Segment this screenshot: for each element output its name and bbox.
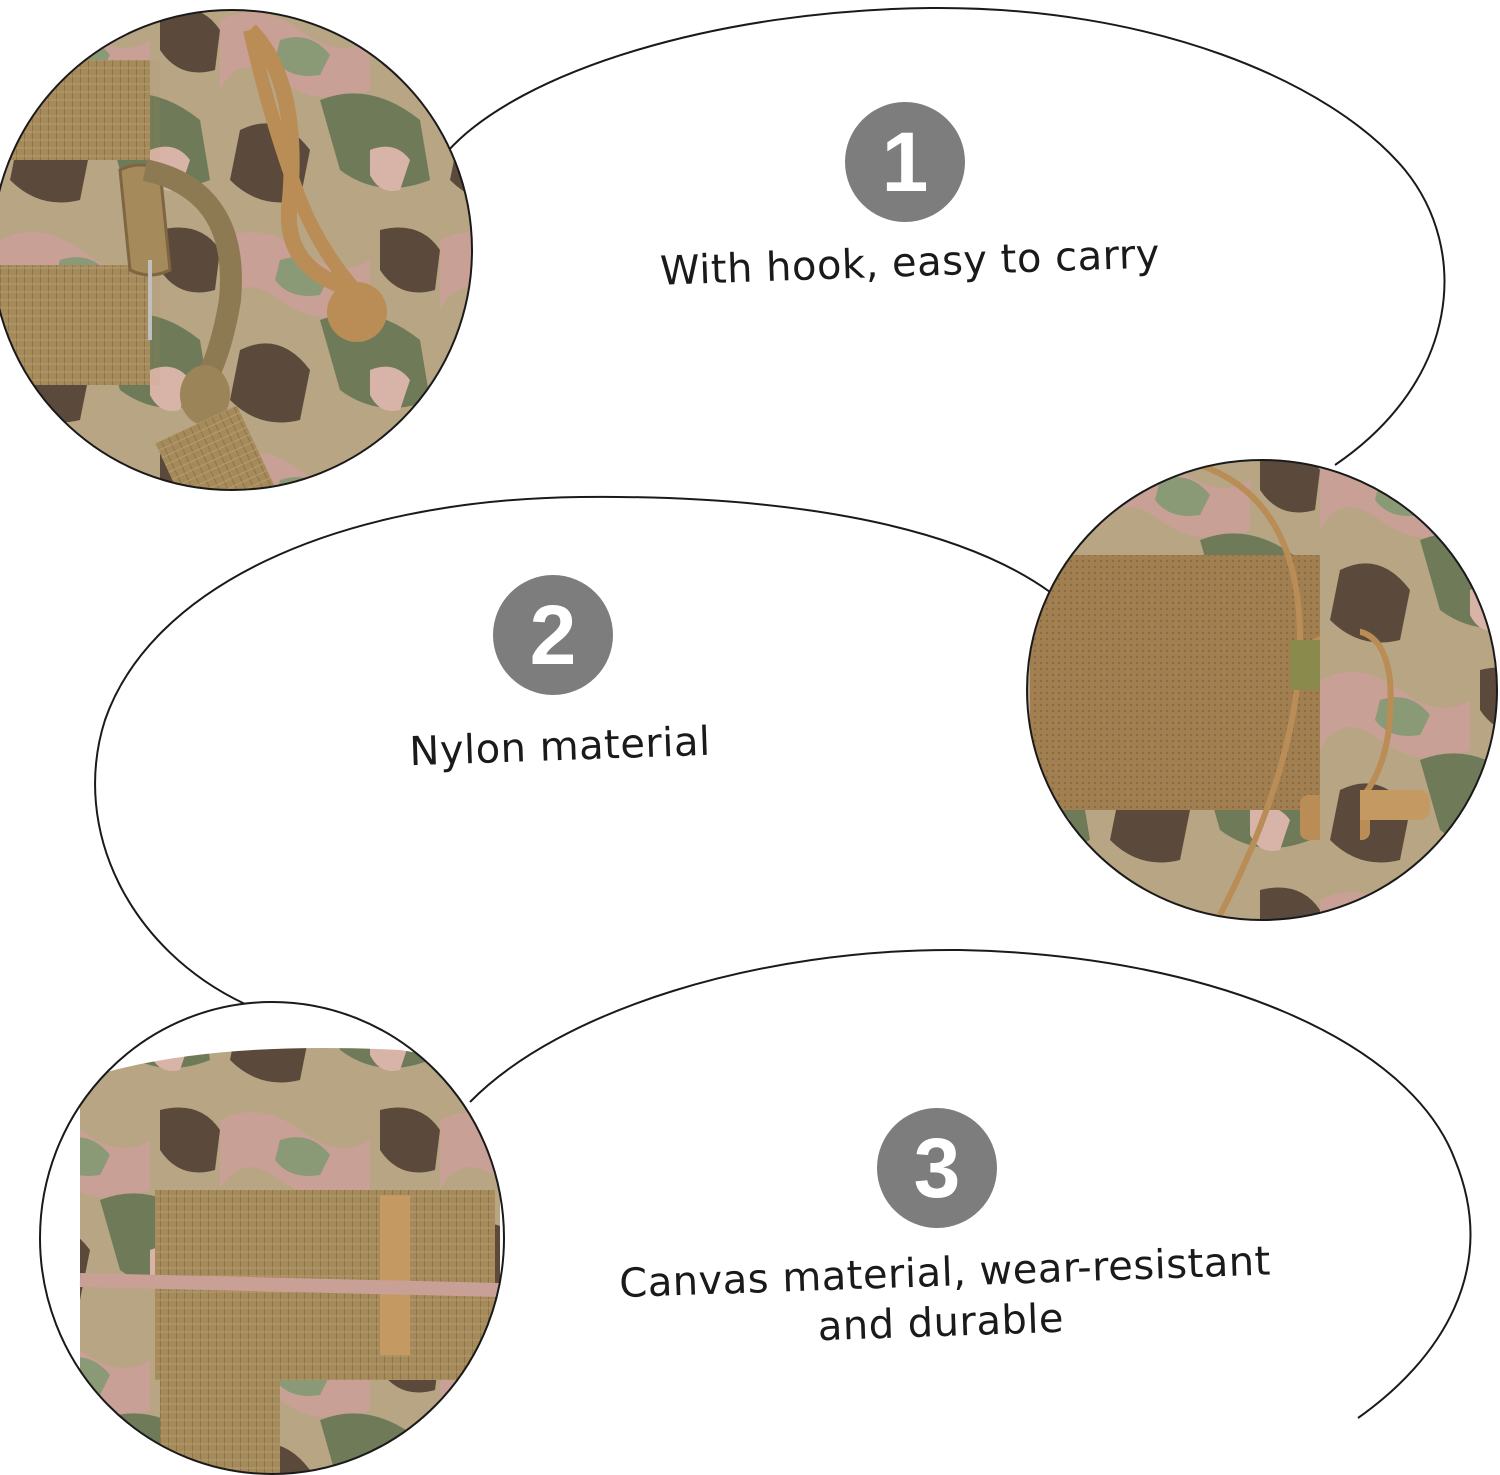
drawstring-toggle-detail-photo <box>1027 460 1497 920</box>
hook-detail-photo <box>0 10 472 490</box>
hook-photo-frame <box>0 9 473 491</box>
step-1-badge: 1 <box>845 102 965 222</box>
webbing-photo-frame <box>39 1001 505 1475</box>
drawstring-photo-frame <box>1026 459 1498 921</box>
outline-curve-3 <box>469 948 1472 1419</box>
step-3-badge: 3 <box>877 1108 997 1228</box>
step-2-badge: 2 <box>493 575 613 695</box>
molle-webbing-detail-photo <box>40 1002 504 1474</box>
outline-curve-1 <box>446 6 1446 466</box>
outline-curve-2 <box>94 495 1051 1005</box>
